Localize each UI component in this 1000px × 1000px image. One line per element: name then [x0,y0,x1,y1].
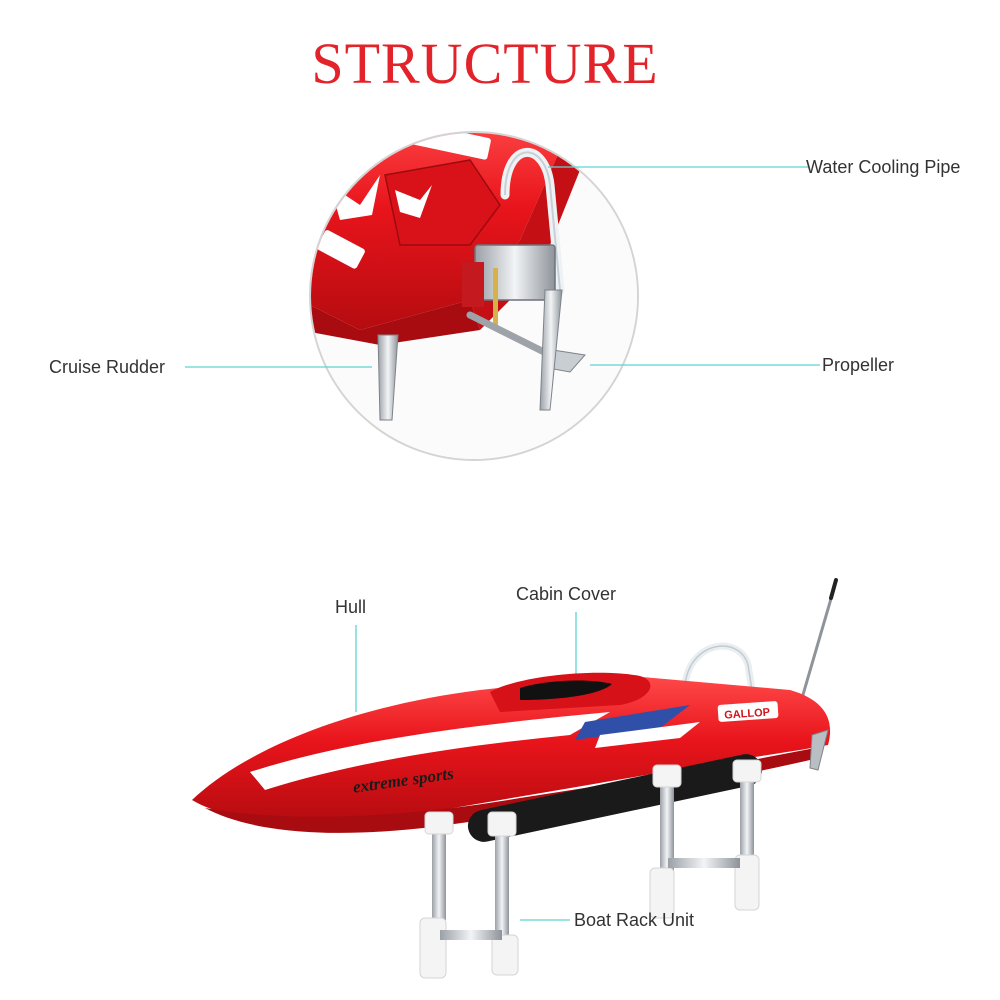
boat-illustration: GALLOP extreme sports EXTREME [192,578,838,833]
label-boat-rack-unit: Boat Rack Unit [574,910,695,930]
label-propeller: Propeller [822,355,895,375]
antenna [798,584,837,706]
label-water-cooling-pipe: Water Cooling Pipe [806,157,961,177]
cruise-rudder [377,334,399,421]
leader-lines [185,166,820,921]
label-cruise-rudder: Cruise Rudder [49,357,166,377]
page-title: STRUCTURE [311,31,659,96]
label-cabin-cover: Cabin Cover [516,584,617,604]
label-hull: Hull [335,597,367,617]
hull-brand-text: GALLOP [724,706,771,721]
boat-rack-unit [419,754,763,979]
foam-support [467,754,763,842]
stern-closeup [309,131,639,461]
